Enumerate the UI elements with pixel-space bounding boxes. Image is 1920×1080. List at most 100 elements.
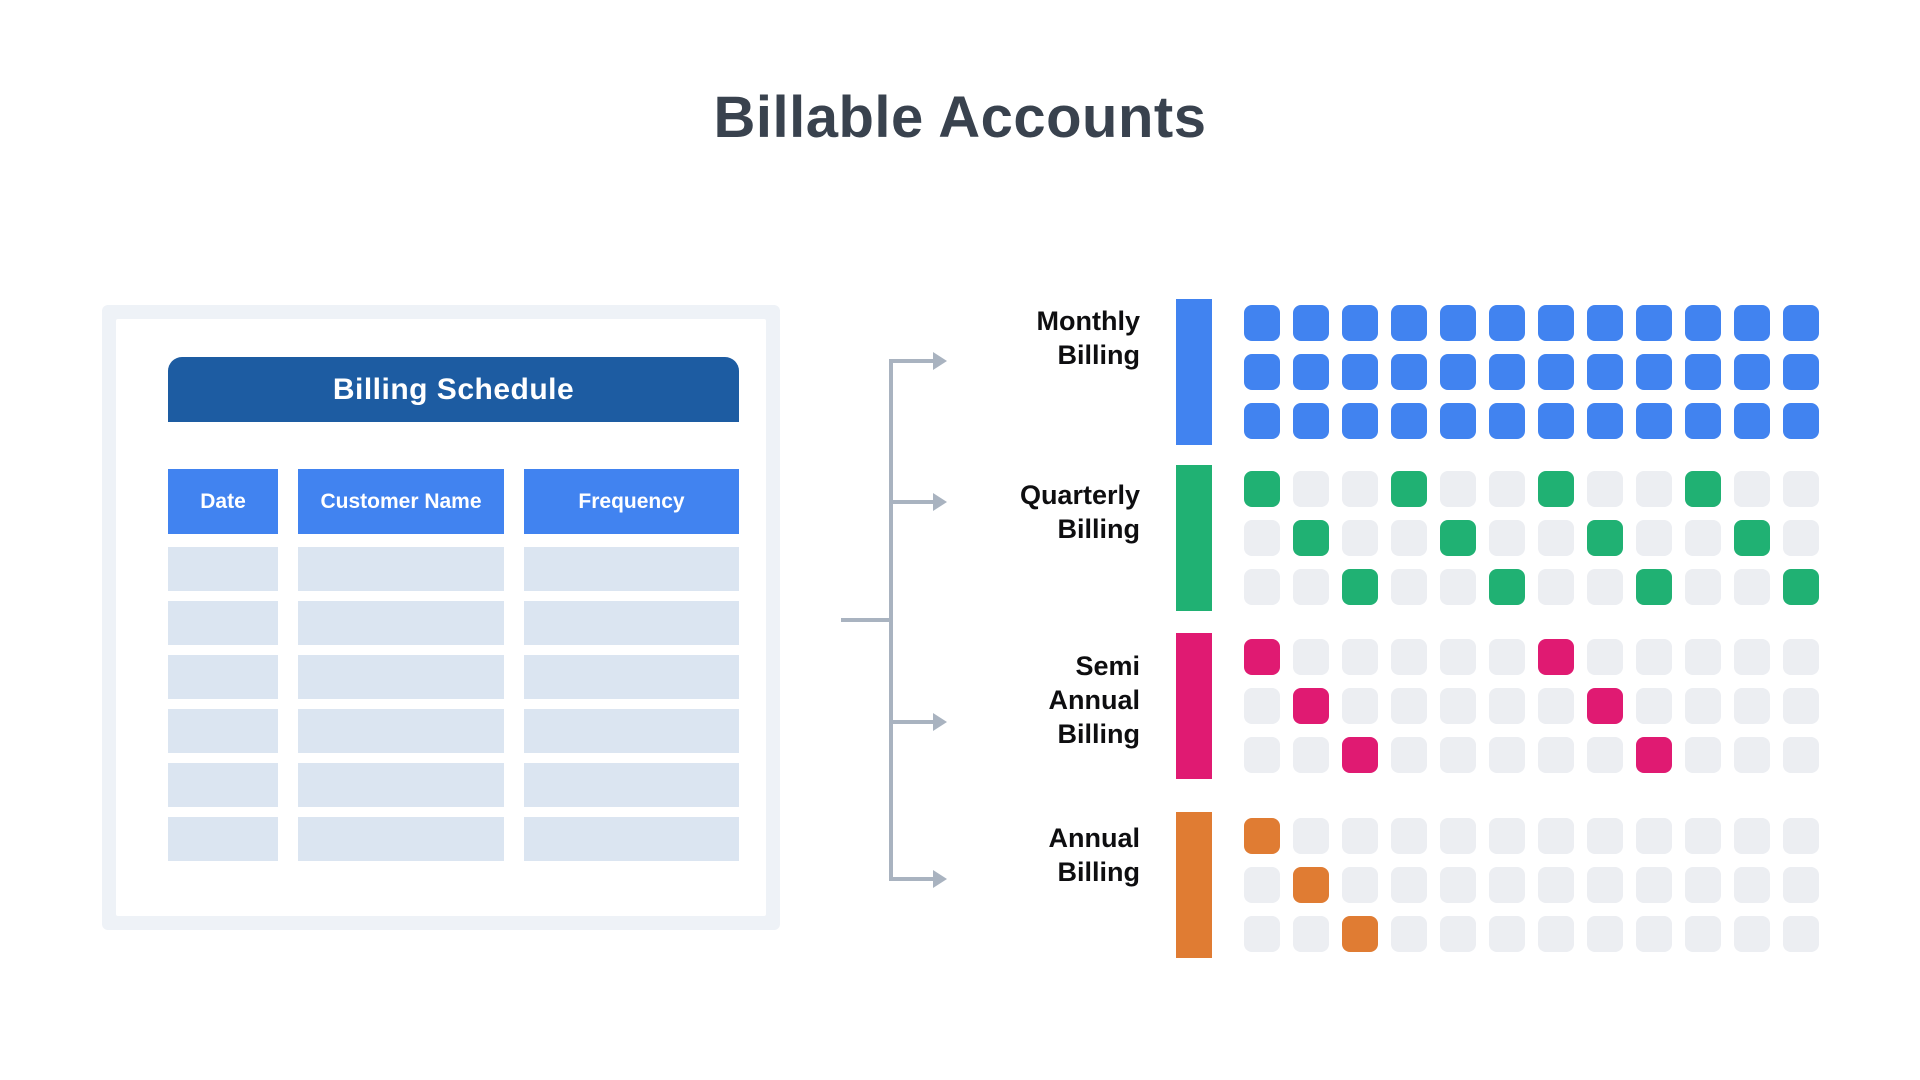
connector-branch-annual xyxy=(889,877,935,881)
billing-cell-empty xyxy=(1440,916,1476,952)
billing-cell-filled xyxy=(1734,354,1770,390)
billing-cell-filled xyxy=(1783,305,1819,341)
billing-cell-filled xyxy=(1342,354,1378,390)
table-cell-date xyxy=(168,601,278,645)
billing-cell-filled xyxy=(1685,305,1721,341)
table-row xyxy=(116,601,766,645)
table-cell-frequency xyxy=(524,601,739,645)
billing-cell-filled xyxy=(1342,403,1378,439)
billing-cell-empty xyxy=(1489,688,1525,724)
billing-cell-empty xyxy=(1244,569,1280,605)
billing-cell-filled xyxy=(1636,737,1672,773)
billing-cell-empty xyxy=(1685,520,1721,556)
table-row xyxy=(116,655,766,699)
billing-cell-empty xyxy=(1293,569,1329,605)
billing-cell-filled xyxy=(1342,916,1378,952)
billing-cell-empty xyxy=(1440,737,1476,773)
label-line: Billing xyxy=(1057,857,1141,887)
billing-cell-empty xyxy=(1587,471,1623,507)
billing-cell-filled xyxy=(1685,354,1721,390)
billing-cell-empty xyxy=(1391,818,1427,854)
billing-cell-empty xyxy=(1293,639,1329,675)
billing-cell-empty xyxy=(1440,867,1476,903)
billing-cell-empty xyxy=(1685,569,1721,605)
billing-cell-filled xyxy=(1489,354,1525,390)
table-cell-customer-name xyxy=(298,655,504,699)
billing-cell-empty xyxy=(1783,818,1819,854)
billing-cell-empty xyxy=(1440,818,1476,854)
label-line: Billing xyxy=(1057,719,1141,749)
connector-branch-quarterly xyxy=(889,500,935,504)
frequency-bar-semi-annual xyxy=(1176,633,1212,779)
billing-cell-filled xyxy=(1391,305,1427,341)
billing-cell-filled xyxy=(1783,354,1819,390)
billing-cell-filled xyxy=(1783,403,1819,439)
billing-cell-empty xyxy=(1636,818,1672,854)
table-cell-customer-name xyxy=(298,709,504,753)
billing-cell-filled xyxy=(1391,471,1427,507)
billing-grid-annual xyxy=(1244,818,1819,952)
table-row xyxy=(116,817,766,861)
billing-cell-empty xyxy=(1587,818,1623,854)
billing-cell-empty xyxy=(1734,867,1770,903)
billing-cell-empty xyxy=(1489,639,1525,675)
billing-cell-empty xyxy=(1391,737,1427,773)
billing-cell-empty xyxy=(1440,639,1476,675)
billing-cell-filled xyxy=(1440,305,1476,341)
billing-cell-empty xyxy=(1538,916,1574,952)
billing-cell-filled xyxy=(1489,305,1525,341)
billing-cell-empty xyxy=(1587,569,1623,605)
label-line: Annual xyxy=(1048,685,1141,715)
billing-cell-empty xyxy=(1440,688,1476,724)
billing-cell-filled xyxy=(1538,305,1574,341)
billing-cell-empty xyxy=(1685,688,1721,724)
billing-cell-empty xyxy=(1538,737,1574,773)
label-line: Billing xyxy=(1057,340,1141,370)
billing-cell-empty xyxy=(1734,639,1770,675)
table-cell-date xyxy=(168,547,278,591)
billing-cell-filled xyxy=(1734,403,1770,439)
billing-cell-filled xyxy=(1342,737,1378,773)
billing-cell-filled xyxy=(1587,688,1623,724)
billing-schedule-banner: Billing Schedule xyxy=(168,357,739,422)
billing-cell-empty xyxy=(1293,818,1329,854)
billing-cell-filled xyxy=(1636,354,1672,390)
billing-cell-filled xyxy=(1685,403,1721,439)
billing-cell-empty xyxy=(1342,639,1378,675)
billing-cell-filled xyxy=(1440,403,1476,439)
billing-cell-filled xyxy=(1636,569,1672,605)
billing-cell-empty xyxy=(1783,688,1819,724)
billing-cell-empty xyxy=(1489,737,1525,773)
billing-cell-empty xyxy=(1244,737,1280,773)
billing-cell-filled xyxy=(1734,305,1770,341)
billing-cell-empty xyxy=(1636,867,1672,903)
billing-cell-filled xyxy=(1293,867,1329,903)
billing-cell-empty xyxy=(1538,867,1574,903)
page-title: Billable Accounts xyxy=(713,85,1207,150)
billing-cell-empty xyxy=(1391,867,1427,903)
billing-cell-empty xyxy=(1489,916,1525,952)
billing-cell-empty xyxy=(1244,520,1280,556)
billing-cell-empty xyxy=(1244,688,1280,724)
billing-cell-filled xyxy=(1342,569,1378,605)
billing-cell-filled xyxy=(1587,354,1623,390)
billing-cell-empty xyxy=(1783,520,1819,556)
label-line: Billing xyxy=(1057,514,1141,544)
billing-cell-filled xyxy=(1685,471,1721,507)
table-cell-frequency xyxy=(524,763,739,807)
billing-cell-filled xyxy=(1244,471,1280,507)
table-cell-frequency xyxy=(524,547,739,591)
arrow-right-icon xyxy=(933,713,947,731)
billing-cell-empty xyxy=(1636,471,1672,507)
billing-cell-filled xyxy=(1391,354,1427,390)
billing-cell-filled xyxy=(1636,305,1672,341)
billing-cell-filled xyxy=(1489,569,1525,605)
billing-cell-empty xyxy=(1734,737,1770,773)
billing-cell-empty xyxy=(1636,520,1672,556)
billing-cell-filled xyxy=(1293,520,1329,556)
billing-cell-empty xyxy=(1342,471,1378,507)
